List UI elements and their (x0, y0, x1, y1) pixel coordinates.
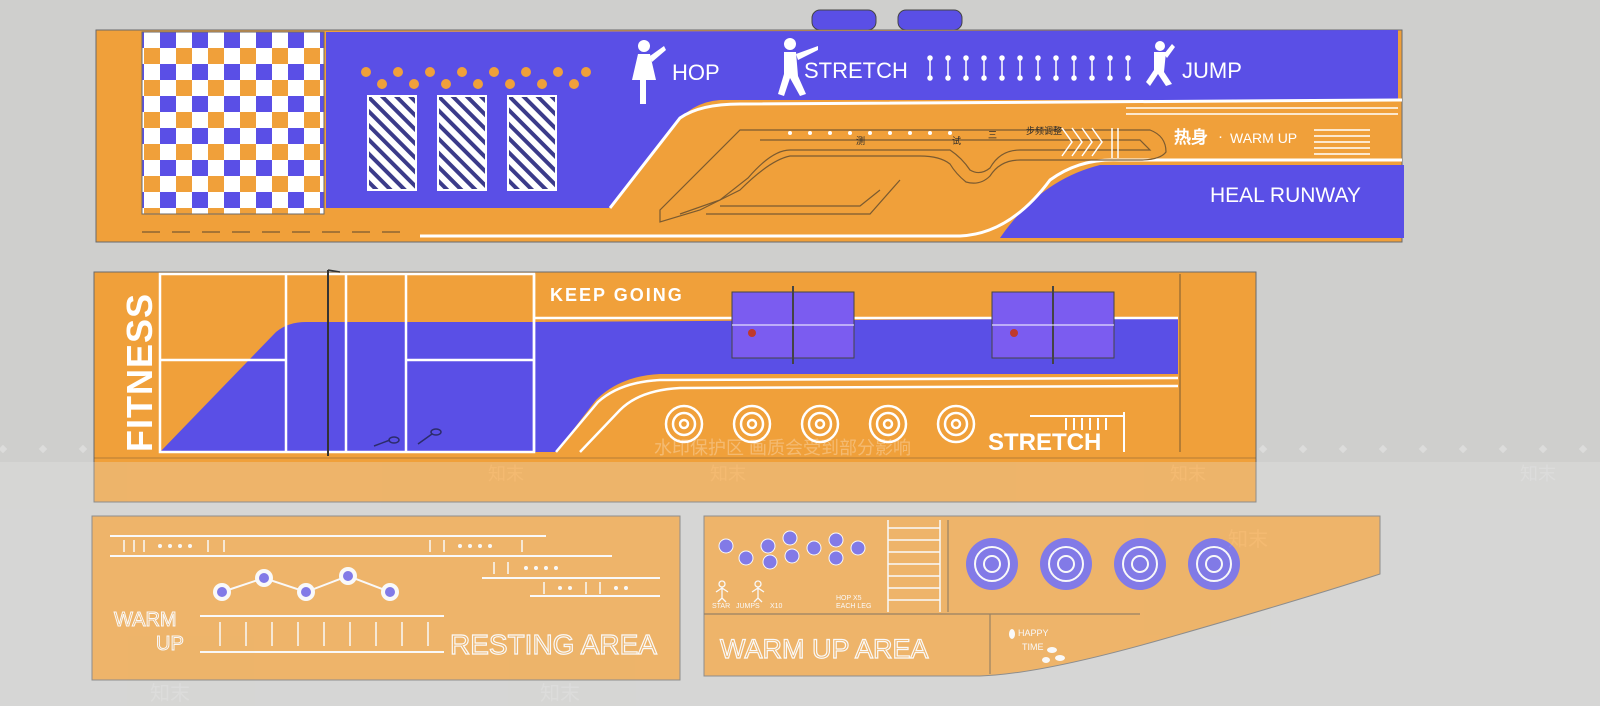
watermark-brand-4: 知末 (1520, 464, 1556, 484)
ladder-rungs (887, 520, 941, 612)
hatched-box-2 (437, 95, 487, 191)
hatched-box-3 (507, 95, 557, 191)
track-mark-4: 三 (988, 130, 997, 140)
resting-area-panel: WARM UP RESTING AREA (91, 515, 681, 681)
watermark-overlay: 水印保护区 画质会受到部分影响 知末 知末 知末 知末 知末 知末 知末 (0, 438, 1600, 706)
watermark-brand-3: 知末 (1170, 464, 1206, 484)
watermark-brand-5: 知末 (1228, 528, 1268, 551)
ladder-dots (158, 544, 628, 590)
resting-area-label: RESTING AREA (450, 629, 657, 660)
hop-x5-text: HOP X5 (836, 595, 862, 602)
checkerboard-area (141, 31, 325, 215)
happy-label: HAPPY (1018, 628, 1049, 638)
ping-pong-table-1 (731, 286, 855, 364)
track-mark-3: 试 (952, 135, 961, 146)
watermark-brand-2: 知末 (710, 464, 746, 484)
warm-up-area-panel: STAR JUMPS X10 HOP X5 EACH LEG WARM UP A… (703, 515, 1381, 677)
watermark-notice: 水印保护区 画质会受到部分影响 (654, 438, 911, 458)
ping-pong-table-2 (991, 286, 1115, 364)
stretch-bars (1030, 412, 1125, 452)
target-circles (664, 404, 976, 444)
star-jumps-text-1: STAR (712, 603, 730, 610)
watermark-brand-6: 知末 (150, 682, 190, 705)
jump-label: JUMP (1182, 58, 1242, 83)
heal-runway-label: HEAL RUNWAY (1210, 184, 1361, 207)
warm-label: WARM (114, 609, 177, 631)
zigzag-nodes (213, 567, 399, 601)
keep-going-label: KEEP GOING (550, 285, 684, 305)
ladder-lines (110, 535, 660, 653)
x10-text: X10 (770, 603, 783, 610)
jump-figure-icon (1146, 41, 1175, 86)
footprints-icon (1009, 629, 1065, 663)
hatched-box-1 (367, 95, 417, 191)
watermark-brand-7: 知末 (540, 682, 580, 705)
each-leg-text: EACH LEG (836, 603, 871, 610)
star-jump-icon (715, 580, 765, 603)
hop-label: HOP (672, 60, 720, 85)
top-strip: HOP STRETCH JUMP (95, 9, 1404, 243)
dot-row-orange (361, 67, 591, 89)
blue-dot-cluster (718, 530, 866, 570)
dot-ladder (927, 55, 1131, 81)
fitness-label: FITNESS (119, 293, 160, 452)
warm-up-area-label: WARM UP AREA (720, 634, 929, 664)
hop-figure-icon (632, 40, 666, 104)
track-mark-1: 步频调整 (1026, 125, 1062, 136)
top-bump-1 (811, 9, 877, 31)
warm-up-en: WARM UP (1230, 130, 1297, 146)
stripe-lines (1126, 107, 1398, 155)
racket-icon (373, 428, 442, 447)
star-jumps-text-2: JUMPS (736, 603, 760, 610)
warm-up-cn: 热身 (1174, 127, 1208, 147)
top-bump-2 (897, 9, 963, 31)
track-mark-2: 测 (856, 136, 865, 146)
chevron-marks (1061, 127, 1119, 158)
stretch-label-middle: STRETCH (988, 429, 1101, 456)
middle-strip: FITNESS KEEP GOING STRETCH (93, 269, 1257, 503)
time-label: TIME (1022, 642, 1044, 652)
stretch-label: STRETCH (804, 58, 908, 83)
blue-target-circles (966, 538, 1240, 590)
track-outline (659, 129, 1167, 223)
up-label: UP (156, 633, 184, 655)
warm-up-dot: · (1218, 128, 1223, 145)
court-lines (158, 272, 1179, 454)
stretch-figure-icon (778, 38, 818, 96)
watermark-brand-1: 知末 (488, 464, 524, 484)
track-dots (788, 131, 952, 135)
ladder-ticks (123, 540, 601, 646)
